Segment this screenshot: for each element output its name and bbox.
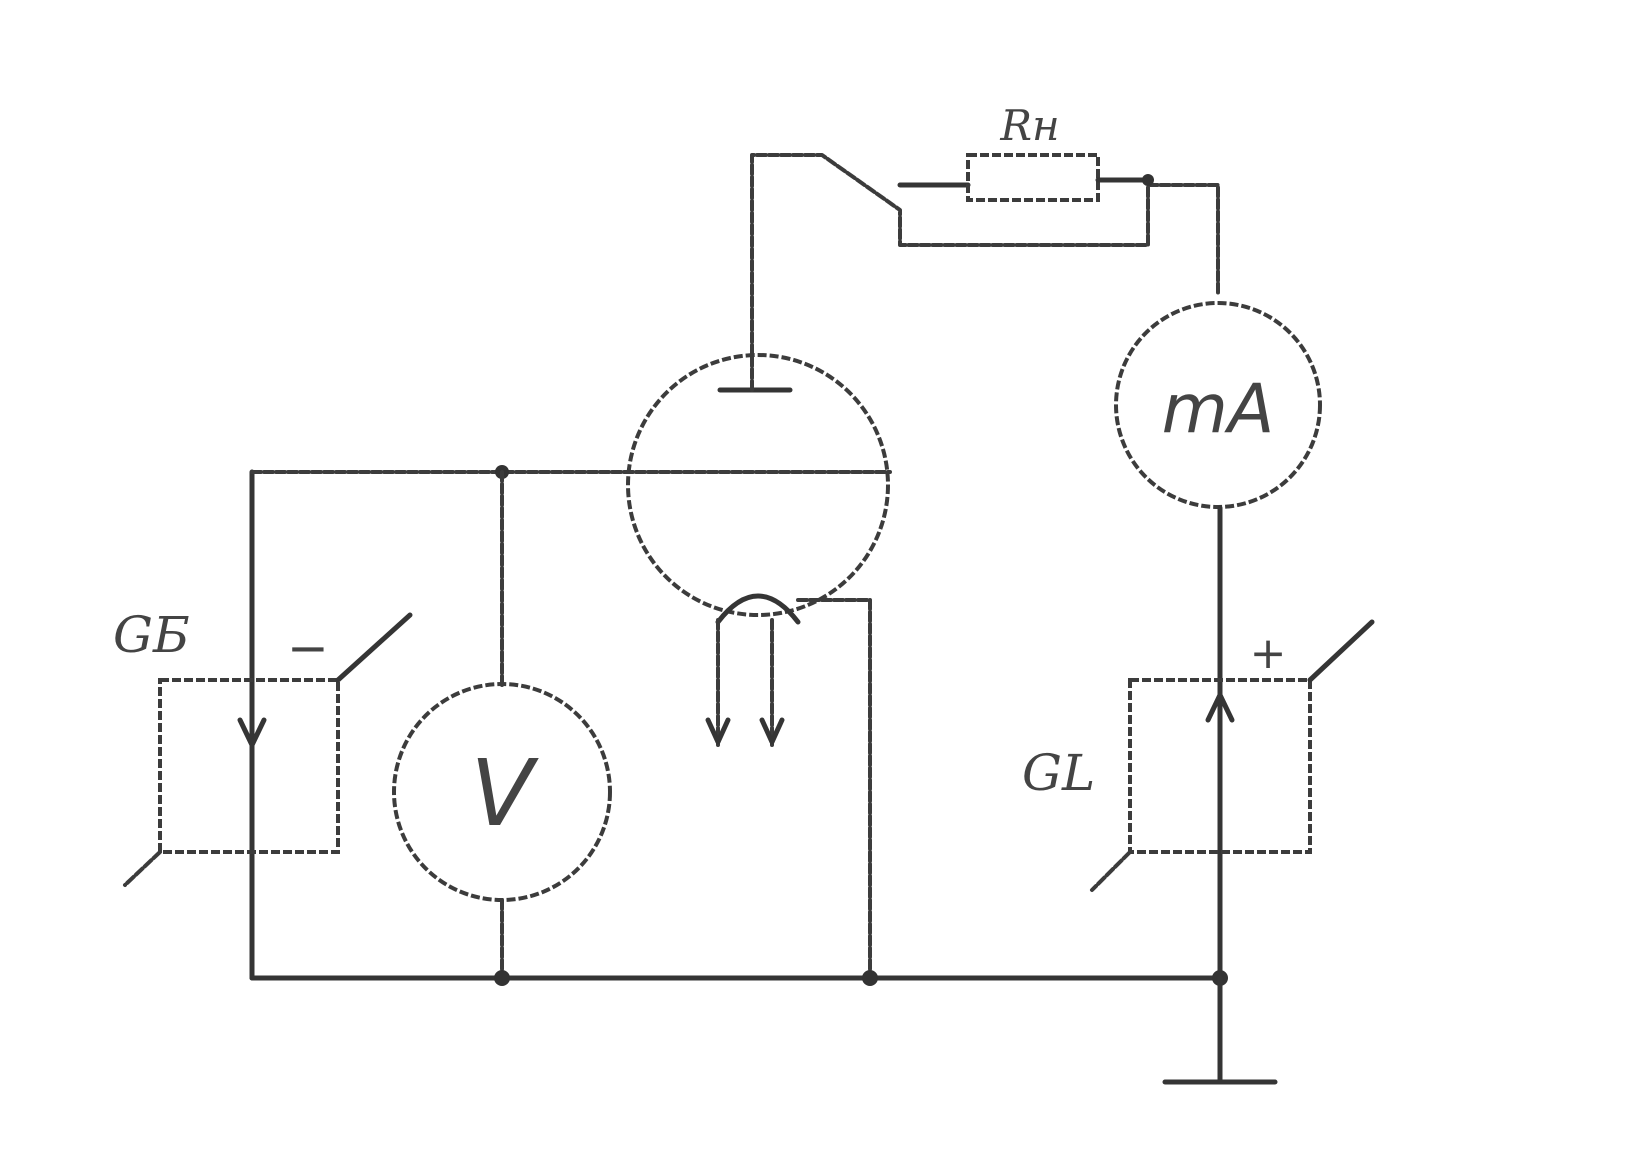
grid-battery-slider (237, 717, 267, 748)
anode-wire (750, 153, 1220, 392)
voltmeter-label: V (471, 740, 540, 847)
anode-battery-slider (1205, 692, 1235, 723)
anode-battery-label: GL (1022, 744, 1095, 802)
grid-battery-label: GБ (113, 606, 190, 664)
triode-tube (626, 153, 1220, 980)
grid-battery-sign: − (287, 619, 329, 677)
common-bus (249, 469, 1228, 981)
ground-symbol (1162, 975, 1278, 1085)
cathode-wire (796, 598, 872, 980)
bus-junction-voltmeter (494, 970, 510, 986)
grid-battery-adjust-tail (123, 850, 162, 887)
anode-battery-adjust-arrow (1307, 619, 1375, 683)
grid-battery-box (158, 678, 340, 854)
anode-battery: GL + (1022, 619, 1375, 892)
resistor-body (966, 153, 1100, 202)
resistor-junction-dot (1142, 174, 1154, 186)
milliammeter: mA (1114, 301, 1322, 981)
anode-battery-box (1128, 678, 1312, 854)
heater-arrow-left (705, 717, 731, 745)
grid-circuit (250, 465, 892, 980)
milliammeter-label: mA (1162, 370, 1275, 449)
grid-battery-adjust-arrow (335, 612, 413, 683)
tube-envelope (626, 353, 890, 617)
voltmeter-circle (392, 682, 612, 902)
load-resistor-label: Rн (999, 101, 1059, 150)
cathode-arc (715, 593, 801, 625)
heater-arrow-right (759, 717, 785, 745)
load-resistor: Rн (897, 101, 1154, 202)
grid-battery: GБ − (113, 606, 413, 887)
voltmeter: V (392, 682, 612, 902)
anode-battery-adjust-tail (1090, 850, 1132, 892)
anode-battery-sign: + (1250, 628, 1287, 679)
bus-junction-cathode (862, 970, 878, 986)
